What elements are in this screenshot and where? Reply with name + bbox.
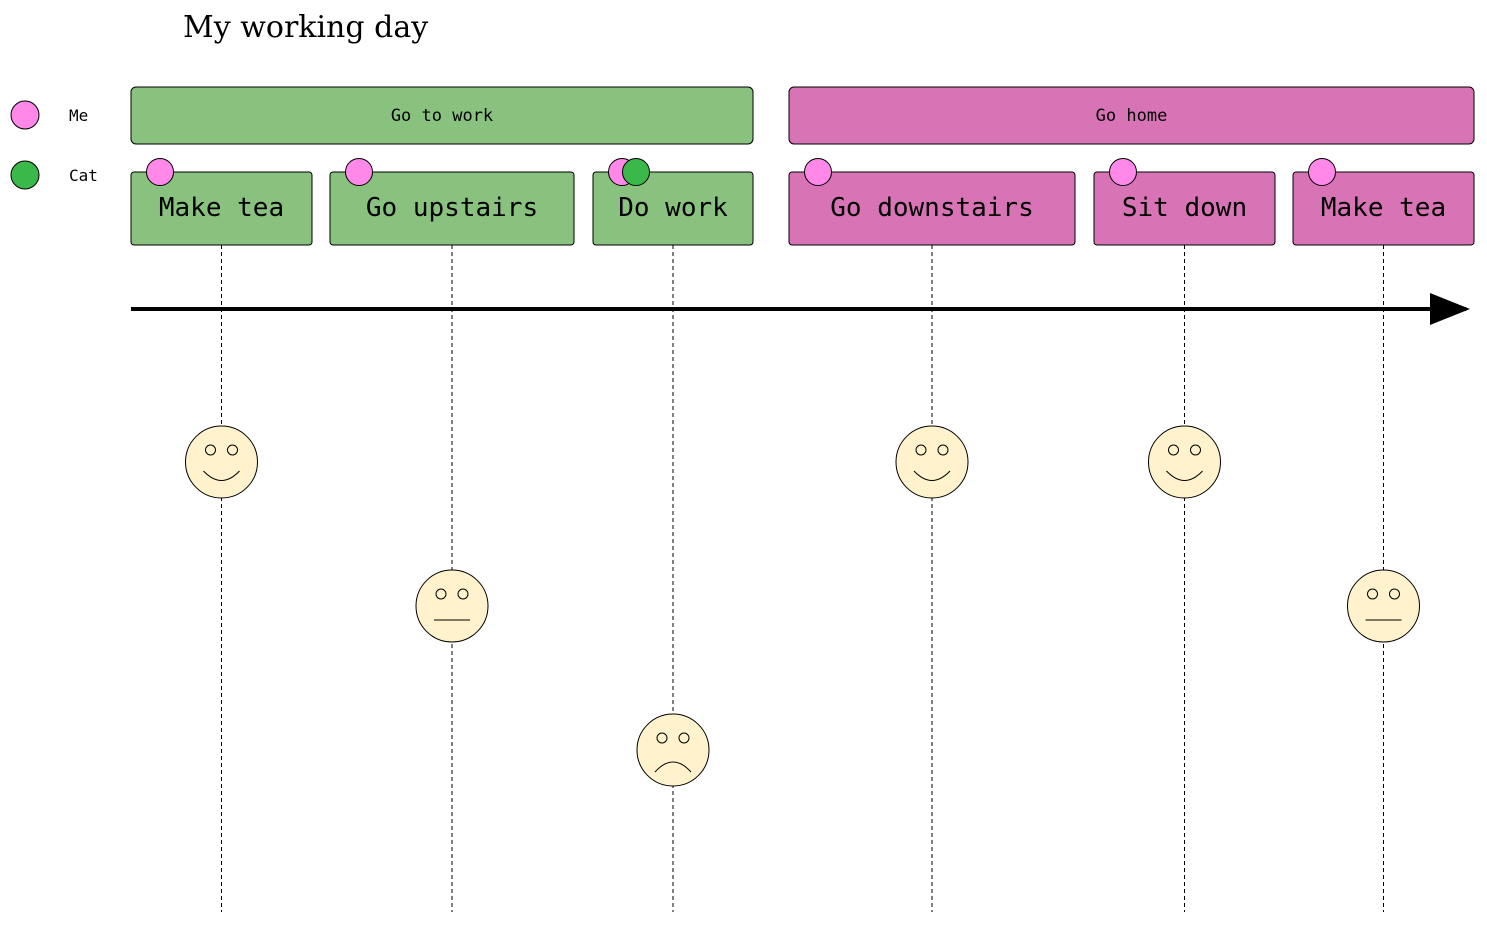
right-eye [937, 444, 949, 456]
neutral-face-icon [415, 569, 489, 643]
task-dash-lines [221, 245, 1384, 912]
task-label: Go downstairs [830, 193, 1034, 223]
right-eye [1389, 588, 1400, 600]
page-title: My working day [183, 10, 428, 45]
right-eye [1190, 444, 1201, 456]
legend-swatch-cat [10, 160, 40, 190]
task-box [329, 171, 575, 246]
actor-me [1109, 158, 1137, 186]
section-1: Go to work [130, 86, 754, 145]
section-box [130, 86, 754, 145]
task-box [1093, 171, 1276, 246]
legend-item-me: Me [10, 100, 88, 130]
task-4: Go downstairs [788, 158, 1076, 246]
mouth [913, 470, 951, 481]
face-circle [185, 425, 258, 499]
legend-label: Me [69, 106, 88, 125]
task-box [788, 171, 1076, 246]
task-5: Sit down [1093, 158, 1276, 246]
tasks: Make tea Go upstairs Do work Go downstairs S… [130, 158, 1475, 246]
left-eye [205, 444, 216, 456]
face-circle [1148, 425, 1221, 499]
actor-me [345, 158, 373, 186]
happy-face-icon [895, 425, 969, 499]
actor-cat [622, 158, 650, 186]
face-circle [415, 569, 489, 643]
face-circle [1347, 569, 1420, 643]
face-circle [895, 425, 969, 499]
task-box [130, 171, 313, 246]
task-label: Go upstairs [366, 193, 538, 223]
task-label: Do work [618, 193, 728, 223]
neutral-face-icon [1347, 569, 1420, 643]
left-eye [435, 588, 447, 600]
right-eye [457, 588, 469, 600]
sad-face-icon [636, 713, 710, 787]
face-circle [636, 713, 710, 787]
happy-face-icon [185, 425, 258, 499]
right-eye [227, 444, 238, 456]
happy-face-icon [1148, 425, 1221, 499]
left-eye [656, 732, 668, 744]
section-label: Go to work [391, 106, 493, 126]
task-label: Make tea [1321, 193, 1446, 223]
actor-me [1308, 158, 1336, 186]
mouth [203, 470, 240, 481]
legend-label: Cat [69, 166, 98, 185]
sections: Go to work Go home [130, 86, 1475, 145]
legend-item-cat: Cat [10, 160, 98, 190]
task-6: Make tea [1292, 158, 1475, 246]
task-1: Make tea [130, 158, 313, 246]
left-eye [1367, 588, 1378, 600]
mouth [654, 761, 692, 773]
section-label: Go home [1096, 106, 1168, 126]
task-box [1292, 171, 1475, 246]
section-2: Go home [788, 86, 1475, 145]
legend-swatch-me [10, 100, 40, 130]
left-eye [915, 444, 927, 456]
mouth [1166, 470, 1203, 481]
left-eye [1168, 444, 1179, 456]
task-label: Sit down [1122, 193, 1247, 223]
actor-me [146, 158, 174, 186]
right-eye [678, 732, 690, 744]
actor-me [804, 158, 832, 186]
task-3: Do work [592, 158, 754, 246]
faces [185, 425, 1420, 787]
section-box [788, 86, 1475, 145]
task-2: Go upstairs [329, 158, 575, 246]
task-label: Make tea [159, 193, 284, 223]
task-box [592, 171, 754, 246]
